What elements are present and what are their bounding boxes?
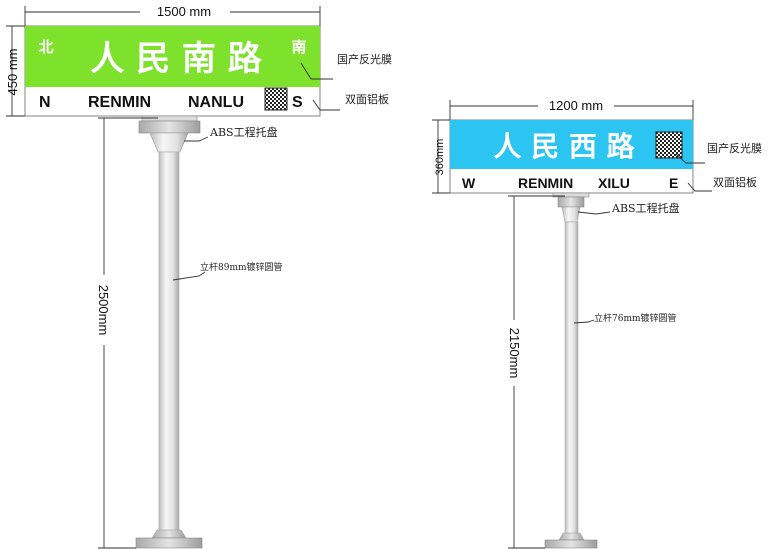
sign-1-assembly: 1500 mm 450 mm 北 人 民 南 路 南 N RENMIN NANL… bbox=[5, 3, 392, 549]
sign-2-note-tray: ABS工程托盘 bbox=[611, 201, 680, 215]
sign-2-height-dimension: 360mm bbox=[432, 119, 450, 194]
sign-1-note-pole: 立杆89mm镀锌圆管 bbox=[200, 261, 283, 273]
sign-1-dir-right-en: S bbox=[292, 94, 303, 111]
sign-2-base-plate bbox=[544, 532, 598, 549]
sign-1-name-cn: 人 民 南 路 bbox=[90, 39, 263, 79]
sign-1-dir-left-cn: 北 bbox=[38, 38, 53, 56]
sign-2-assembly: 1200 mm 360mm 人 民 西 路 W RENMIN XILU E bbox=[432, 97, 762, 549]
sign-1-name-en-1: RENMIN bbox=[88, 94, 151, 111]
sign-2-dir-right-en: E bbox=[669, 175, 678, 191]
sign-2-height-label: 360mm bbox=[434, 139, 446, 176]
sign-2-width-dimension: 1200 mm bbox=[449, 97, 694, 120]
sign-1-abs-tray bbox=[138, 115, 201, 153]
sign-1-note-tray: ABS工程托盘 bbox=[209, 125, 278, 139]
sign-2-abs-tray bbox=[552, 192, 590, 223]
sign-2-name-en-2: XILU bbox=[598, 175, 630, 191]
sign-1-pole-height-dimension: 2500mm bbox=[96, 117, 158, 549]
sign-1-width-dimension: 1500 mm bbox=[24, 3, 321, 28]
sign-1-width-label: 1500 mm bbox=[157, 4, 211, 19]
sign-1-callout-film: 国产反光膜 bbox=[300, 52, 392, 80]
sign-1-name-en-2: NANLU bbox=[188, 94, 244, 111]
sign-1-pole bbox=[158, 151, 180, 533]
sign-1-note-film: 国产反光膜 bbox=[337, 52, 392, 66]
sign-2-callout-film: 国产反光膜 bbox=[675, 141, 762, 164]
sign-1-callout-board: 双面铝板 bbox=[312, 92, 389, 111]
sign-2-note-pole: 立杆76mm镀锌圆管 bbox=[594, 312, 677, 324]
sign-1-callout-tray: ABS工程托盘 bbox=[184, 125, 278, 142]
sign-1-height-dimension: 450 mm bbox=[5, 25, 25, 117]
sign-1-qr-code bbox=[264, 87, 288, 111]
sign-1-base-plate bbox=[135, 529, 203, 549]
sign-2-dir-left-en: W bbox=[462, 175, 476, 191]
sign-1-height-label: 450 mm bbox=[5, 49, 20, 96]
sign-1-dir-right-cn: 南 bbox=[291, 38, 306, 56]
sign-2-blue-band bbox=[450, 120, 693, 169]
sign-1-green-band bbox=[25, 26, 320, 87]
sign-2-name-cn: 人 民 西 路 bbox=[493, 130, 635, 163]
sign-2-pole-height-label: 2150mm bbox=[507, 328, 522, 379]
sign-2-note-board: 双面铝板 bbox=[713, 175, 757, 189]
sign-2-qr-code bbox=[655, 131, 683, 159]
sign-1-pole-height-label: 2500mm bbox=[96, 285, 111, 336]
sign-1-callout-pole: 立杆89mm镀锌圆管 bbox=[172, 261, 283, 281]
sign-2-name-en-1: RENMIN bbox=[518, 175, 573, 191]
sign-2-pole bbox=[564, 221, 579, 535]
sign-2-note-film: 国产反光膜 bbox=[707, 141, 762, 155]
sign-1-dir-left-en: N bbox=[39, 94, 51, 111]
sign-2-callout-board: 双面铝板 bbox=[687, 175, 757, 192]
sign-2-pole-height-dimension: 2150mm bbox=[506, 195, 565, 549]
sign-1-note-board: 双面铝板 bbox=[345, 92, 389, 106]
sign-2-callout-tray: ABS工程托盘 bbox=[577, 201, 680, 215]
sign-2-width-label: 1200 mm bbox=[549, 98, 603, 113]
sign-2-callout-pole: 立杆76mm镀锌圆管 bbox=[573, 312, 677, 324]
